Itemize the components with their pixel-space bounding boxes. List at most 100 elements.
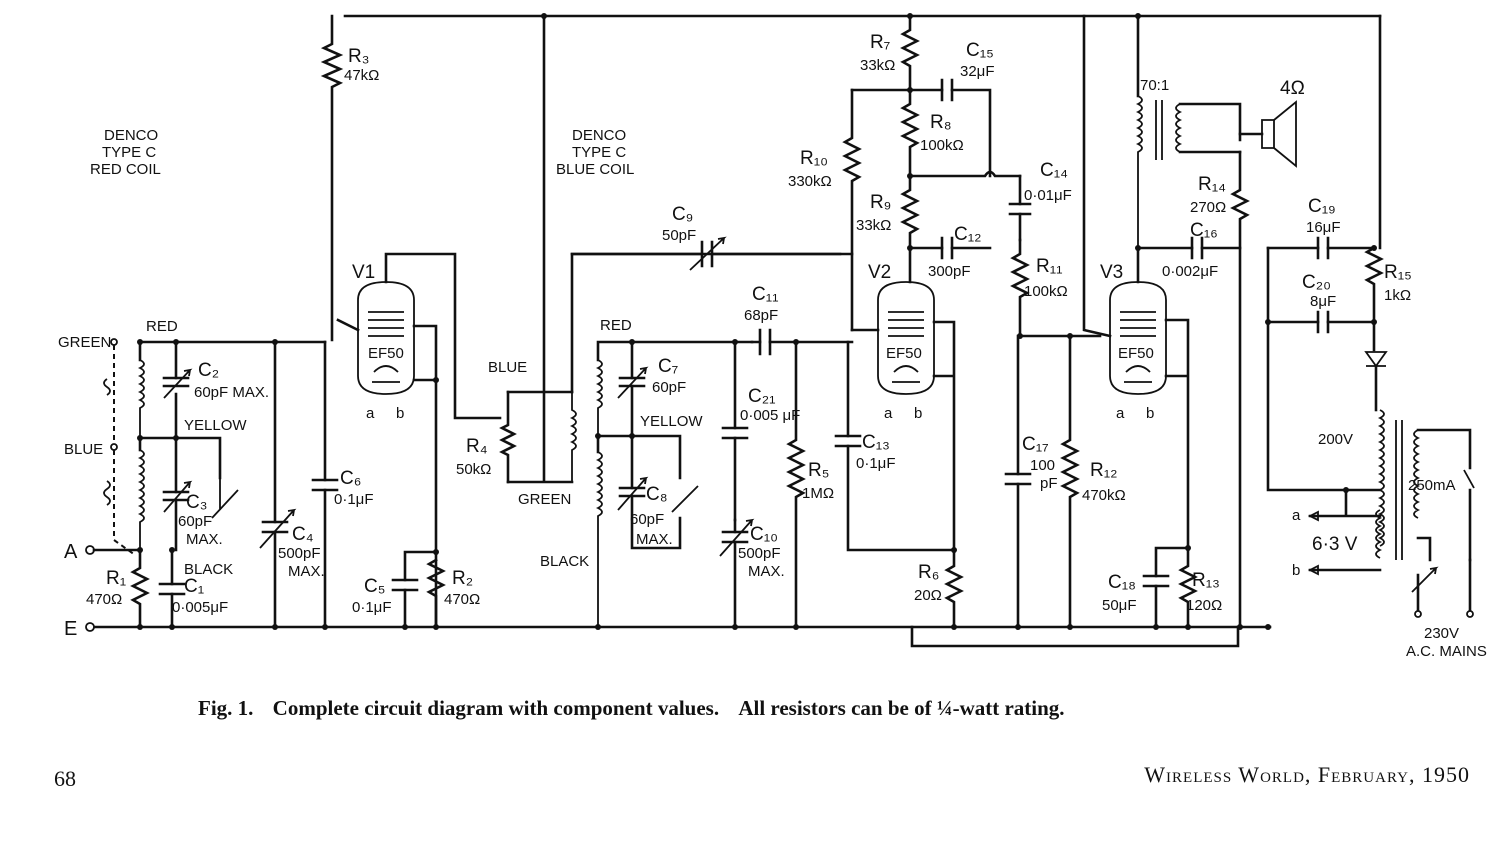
mains-transformer: 200V 250mA 230V A.C. MAINS	[1318, 409, 1487, 660]
svg-text:C₁₇: C₁₇	[1022, 434, 1049, 455]
svg-text:a: a	[1292, 507, 1301, 524]
svg-text:BLUE: BLUE	[64, 441, 103, 458]
capacitor-C13: C₁₃ 0·1μF	[834, 432, 896, 472]
svg-text:50kΩ: 50kΩ	[456, 461, 491, 478]
svg-text:470Ω: 470Ω	[86, 591, 122, 608]
svg-text:C₁₀: C₁₀	[750, 524, 778, 545]
svg-text:C₈: C₈	[646, 484, 668, 505]
svg-text:250mA: 250mA	[1408, 477, 1456, 494]
capacitor-C4: C₄ 500pF MAX.	[259, 340, 325, 629]
resistor-R8: R₈ 100kΩ	[900, 88, 964, 178]
svg-text:8μF: 8μF	[1310, 293, 1336, 310]
resistor-R9: R₉ 33kΩ	[856, 170, 1022, 284]
svg-text:C₃: C₃	[186, 492, 207, 513]
svg-text:a: a	[884, 405, 893, 422]
svg-text:a: a	[1116, 405, 1125, 422]
svg-text:100: 100	[1030, 457, 1055, 474]
coil-label-red: DENCO TYPE C RED COIL	[90, 127, 161, 178]
svg-text:V2: V2	[868, 262, 891, 283]
svg-text:330kΩ: 330kΩ	[788, 173, 832, 190]
svg-text:C₁₆: C₁₆	[1190, 220, 1218, 241]
svg-text:TYPE C: TYPE C	[102, 144, 156, 161]
capacitor-C20: C₂₀ 8μF	[1266, 272, 1376, 334]
svg-text:R₁₄: R₁₄	[1198, 174, 1226, 195]
resistor-R14: R₁₄ 270Ω	[1190, 150, 1250, 629]
svg-text:33kΩ: 33kΩ	[856, 217, 891, 234]
svg-text:33kΩ: 33kΩ	[860, 57, 895, 74]
valve-V3: V3 EF50 a b	[1082, 14, 1190, 550]
svg-text:C₇: C₇	[658, 356, 678, 377]
svg-text:C₄: C₄	[292, 524, 314, 545]
svg-text:32μF: 32μF	[960, 63, 995, 80]
svg-text:BLACK: BLACK	[540, 553, 589, 570]
svg-text:C₁₈: C₁₈	[1108, 572, 1136, 593]
svg-text:1MΩ: 1MΩ	[802, 485, 834, 502]
svg-text:TYPE C: TYPE C	[572, 144, 626, 161]
capacitor-C8: C₈ 60pF MAX.	[617, 434, 699, 550]
capacitor-C15: C₁₅ 32μF	[850, 40, 995, 178]
svg-text:b: b	[1292, 562, 1300, 579]
svg-text:R₆: R₆	[918, 562, 939, 583]
coil-label-blue: DENCO TYPE C BLUE COIL	[556, 127, 634, 178]
svg-text:E: E	[64, 618, 77, 640]
earth-rail	[93, 625, 1272, 648]
svg-text:R₁₁: R₁₁	[1036, 256, 1063, 277]
caption-text: Complete circuit diagram with component …	[272, 696, 720, 720]
svg-text:0·005μF: 0·005μF	[172, 599, 228, 616]
output-transformer: 70:1	[1135, 77, 1242, 248]
svg-text:200V: 200V	[1318, 431, 1353, 448]
svg-text:GREEN: GREEN	[58, 334, 111, 351]
svg-text:GREEN: GREEN	[518, 491, 571, 508]
svg-text:50μF: 50μF	[1102, 597, 1137, 614]
svg-text:500pF: 500pF	[738, 545, 781, 562]
svg-text:MAX.: MAX.	[186, 531, 223, 548]
valve-V1: V1 EF50 a b	[336, 252, 502, 629]
svg-text:270Ω: 270Ω	[1190, 199, 1226, 216]
capacitor-C9: C₉ 50pF	[570, 204, 854, 271]
caption-note: All resistors can be of ¼-watt rating.	[738, 696, 1065, 720]
resistor-R2: R₂ 470Ω	[426, 558, 480, 629]
svg-text:b: b	[396, 405, 404, 422]
svg-text:DENCO: DENCO	[104, 127, 158, 144]
svg-text:70:1: 70:1	[1140, 77, 1169, 94]
resistor-R10: R₁₀ 330kΩ	[788, 88, 862, 332]
svg-text:MAX.: MAX.	[288, 563, 325, 580]
svg-text:C₂₀: C₂₀	[1302, 272, 1331, 293]
svg-text:C₂₁: C₂₁	[748, 386, 776, 407]
svg-text:0·1μF: 0·1μF	[334, 491, 374, 508]
figure-caption: Fig. 1. Complete circuit diagram with co…	[198, 696, 1358, 721]
terminal-E: E	[64, 618, 95, 640]
svg-text:100kΩ: 100kΩ	[920, 137, 964, 154]
capacitor-C10: C₁₀ 500pF MAX.	[719, 518, 785, 629]
resistor-R3: R₃ 47kΩ	[320, 14, 379, 342]
svg-text:C₅: C₅	[364, 576, 385, 597]
resistor-R7: R₇ 33kΩ	[860, 14, 920, 92]
svg-text:R₁₂: R₁₂	[1090, 460, 1118, 481]
capacitor-C16: C₁₆ 0·002μF	[1136, 220, 1242, 280]
svg-text:R₁: R₁	[106, 568, 126, 589]
svg-text:R₅: R₅	[808, 460, 829, 481]
page-number: 68	[54, 766, 76, 791]
capacitor-C7: C₇ 60pF	[617, 340, 686, 438]
figure-number: Fig. 1.	[198, 696, 254, 720]
svg-text:6·3 V: 6·3 V	[1312, 534, 1358, 555]
svg-text:R₉: R₉	[870, 192, 891, 213]
svg-text:R₇: R₇	[870, 32, 890, 53]
svg-text:EF50: EF50	[1118, 345, 1154, 362]
svg-text:100kΩ: 100kΩ	[1024, 283, 1068, 300]
svg-text:C₁₅: C₁₅	[966, 40, 994, 61]
svg-text:0·002μF: 0·002μF	[1162, 263, 1218, 280]
svg-text:60pF: 60pF	[630, 511, 664, 528]
svg-text:BLUE: BLUE	[488, 359, 527, 376]
svg-text:47kΩ: 47kΩ	[344, 67, 379, 84]
resistor-R5: R₅ 1MΩ	[786, 340, 834, 629]
svg-text:V3: V3	[1100, 262, 1123, 283]
capacitor-C14: C₁₄ 0·01μF	[1008, 160, 1072, 242]
capacitor-C5: C₅ 0·1μF	[352, 550, 438, 629]
svg-text:C₁₂: C₁₂	[954, 224, 982, 245]
capacitor-C11: C₁₁ 68pF	[744, 284, 854, 356]
svg-text:C₁₄: C₁₄	[1040, 160, 1068, 181]
svg-text:b: b	[914, 405, 922, 422]
svg-text:C₁₉: C₁₉	[1308, 196, 1336, 217]
resistor-R15: R₁₅ 1kΩ	[1266, 14, 1412, 492]
